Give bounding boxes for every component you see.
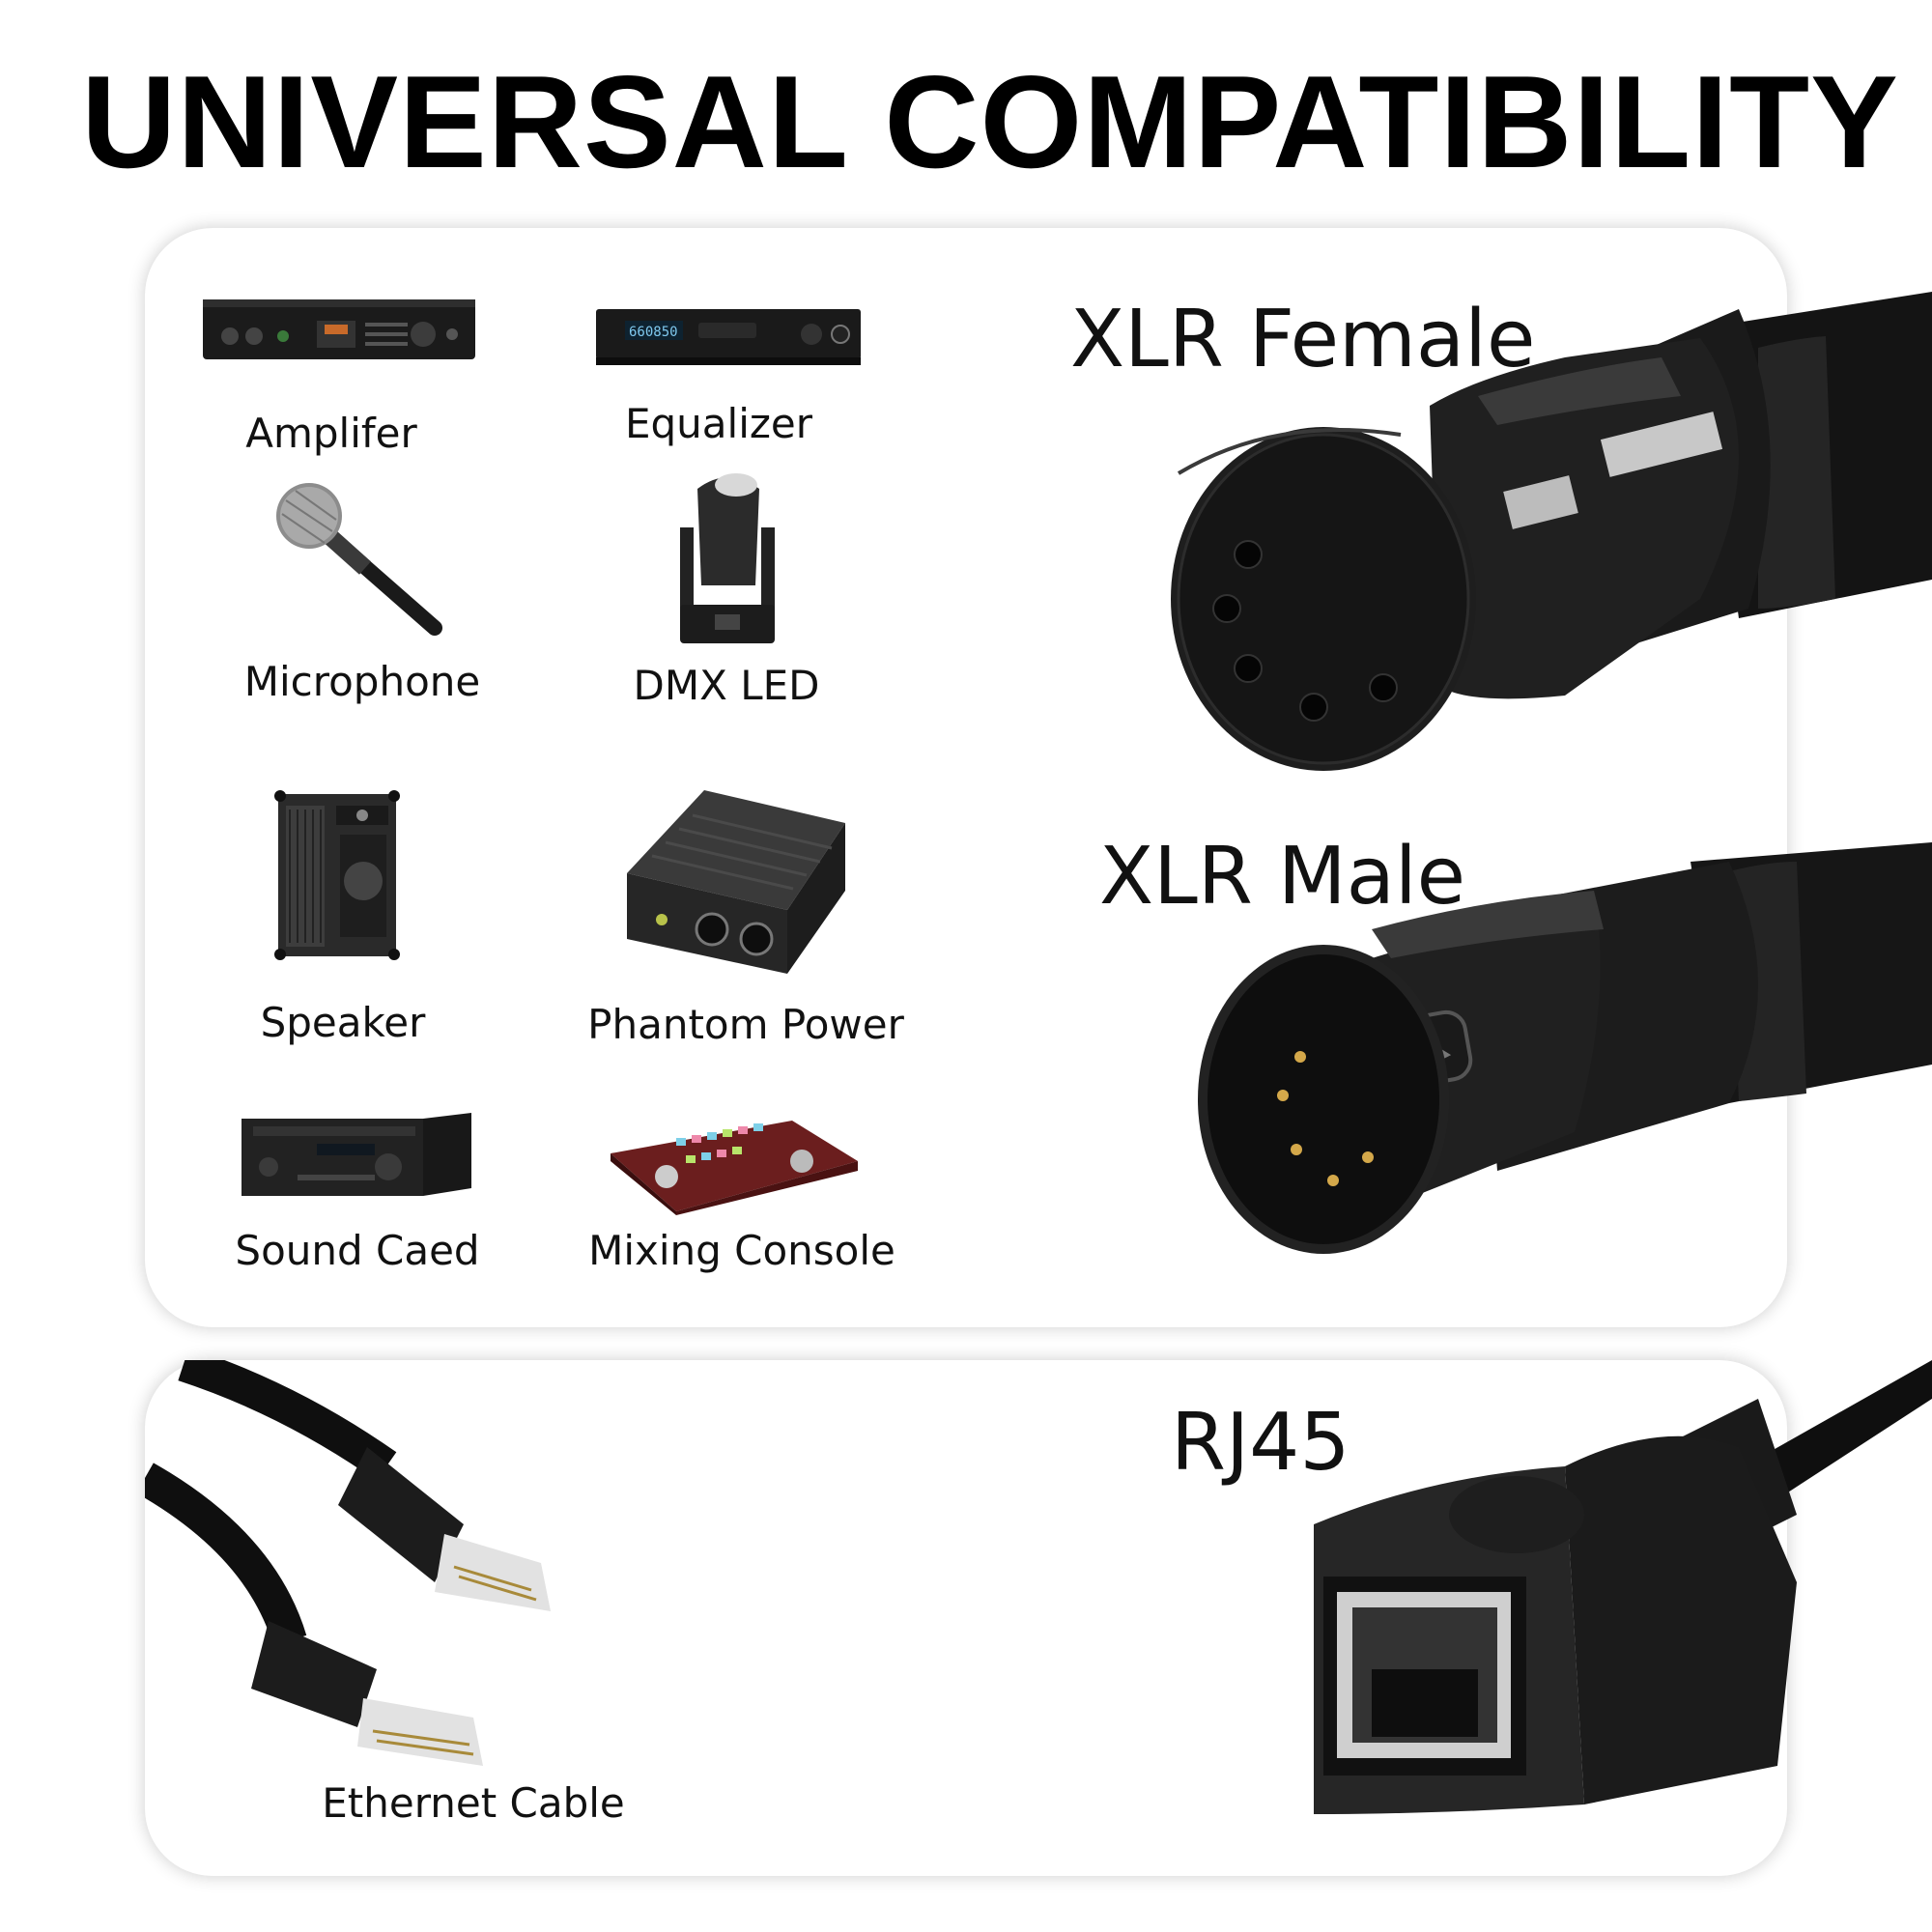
page-title: UNIVERSAL COMPATIBILITY (81, 48, 1899, 195)
dmx-led-icon (680, 473, 775, 643)
equalizer-display: 660850 (629, 325, 678, 340)
xlr-male-label: XLR Male (1099, 831, 1466, 923)
xlr-male-connector-icon (1198, 842, 1932, 1254)
equalizer-label: Equalizer (624, 400, 813, 447)
microphone-label: Microphone (243, 658, 481, 705)
xlr-female-connector-icon (1171, 292, 1932, 771)
microphone-icon (276, 483, 442, 636)
speaker-label: Speaker (260, 999, 426, 1046)
dmx-led-label: DMX LED (633, 662, 820, 709)
sound-card-icon (242, 1113, 471, 1196)
ethernet-cable-label: Ethernet Cable (322, 1779, 625, 1827)
rj45-connector-icon (1314, 1360, 1932, 1814)
ethernet-cable-icon (145, 1360, 551, 1766)
mixing-console-label: Mixing Console (588, 1227, 895, 1274)
mixing-console-icon (611, 1121, 858, 1215)
phantom-power-icon (627, 790, 845, 974)
xlr-female-label: XLR Female (1070, 294, 1536, 385)
rj45-label: RJ45 (1171, 1397, 1350, 1489)
equalizer-icon: 660850 (596, 309, 861, 365)
amplifier-icon (203, 299, 475, 359)
speaker-icon (274, 790, 400, 960)
phantom-power-label: Phantom Power (587, 1001, 904, 1048)
amplifier-label: Amplifer (245, 410, 417, 457)
sound-card-label: Sound Caed (235, 1227, 480, 1274)
